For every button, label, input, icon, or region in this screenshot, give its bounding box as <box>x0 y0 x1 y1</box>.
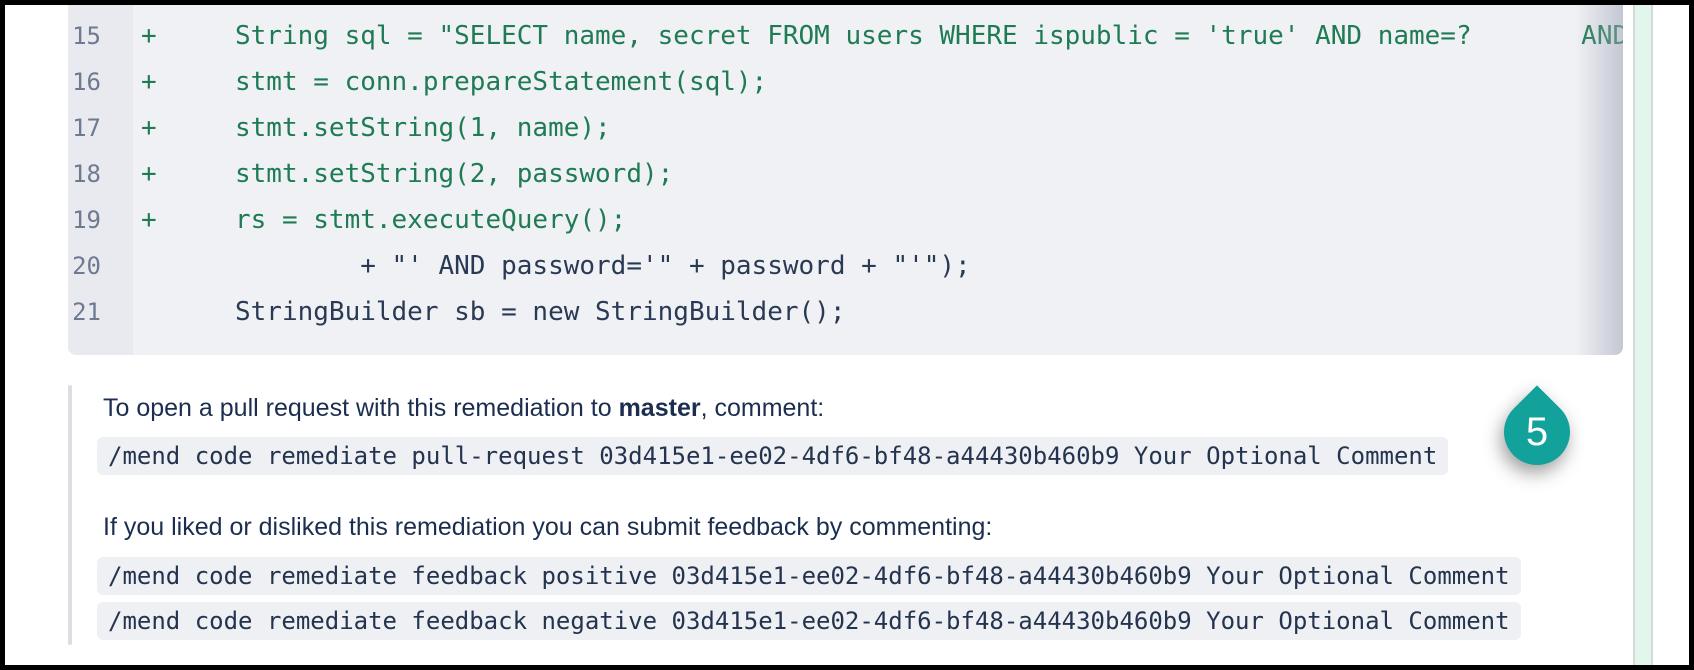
pull-request-instruction: To open a pull request with this remedia… <box>103 392 824 424</box>
diff-rows: 15 + String sql = "SELECT name, secret FRO… <box>68 5 1623 335</box>
pr-instruction-text: To open a pull request with this remedia… <box>103 394 619 422</box>
line-number: 19 <box>72 206 101 234</box>
highlight-strip <box>1633 5 1653 665</box>
diff-line: 18 + stmt.setString(2, password); <box>68 151 1623 197</box>
feedback-positive-command: /mend code remediate feedback positive 0… <box>97 557 1521 595</box>
diff-line: 20 + "' AND password='" + password + "'"… <box>68 243 1623 289</box>
line-number: 21 <box>72 298 101 326</box>
diff-line: 21 StringBuilder sb = new StringBuilder()… <box>68 289 1623 335</box>
code-text: stmt.setString(2, password); <box>235 159 674 189</box>
code-text: stmt = conn.prepareStatement(sql); <box>235 67 768 97</box>
diff-marker: + <box>141 159 157 189</box>
feedback-negative-command: /mend code remediate feedback negative 0… <box>97 602 1521 640</box>
diff-marker: + <box>141 21 157 51</box>
code-text: stmt.setString(1, name); <box>235 113 611 143</box>
line-number: 17 <box>72 114 101 142</box>
code-text: StringBuilder sb = new StringBuilder(); <box>235 297 846 327</box>
feedback-instruction: If you liked or disliked this remediatio… <box>103 513 993 541</box>
diff-marker: + <box>141 205 157 235</box>
line-number: 15 <box>72 22 101 50</box>
diff-marker: + <box>141 67 157 97</box>
code-text: rs = stmt.executeQuery(); <box>235 205 627 235</box>
diff-line: 19 + rs = stmt.executeQuery(); <box>68 197 1623 243</box>
badge-number: 5 <box>1525 409 1549 454</box>
pull-request-command: /mend code remediate pull-request 03d415… <box>97 437 1449 475</box>
diff-marker: + <box>141 113 157 143</box>
diff-line: 15 + String sql = "SELECT name, secret FRO… <box>68 13 1623 59</box>
code-text: + "' AND password='" + password + "'"); <box>235 251 971 281</box>
line-number: 16 <box>72 68 101 96</box>
blockquote-bar <box>68 385 72 645</box>
branch-name: master <box>618 394 701 422</box>
code-text: String sql = "SELECT name, secret FROM u… <box>235 21 1623 51</box>
line-number: 20 <box>72 252 101 280</box>
annotation-badge-5: 5 <box>1490 385 1584 479</box>
pr-instruction-suffix: , comment: <box>700 394 825 422</box>
diff-line: 16 + stmt = conn.prepareStatement(sql); <box>68 59 1623 105</box>
diff-line: 17 + stmt.setString(1, name); <box>68 105 1623 151</box>
code-diff-block[interactable]: 15 + String sql = "SELECT name, secret FRO… <box>68 5 1623 355</box>
line-number: 18 <box>72 160 101 188</box>
